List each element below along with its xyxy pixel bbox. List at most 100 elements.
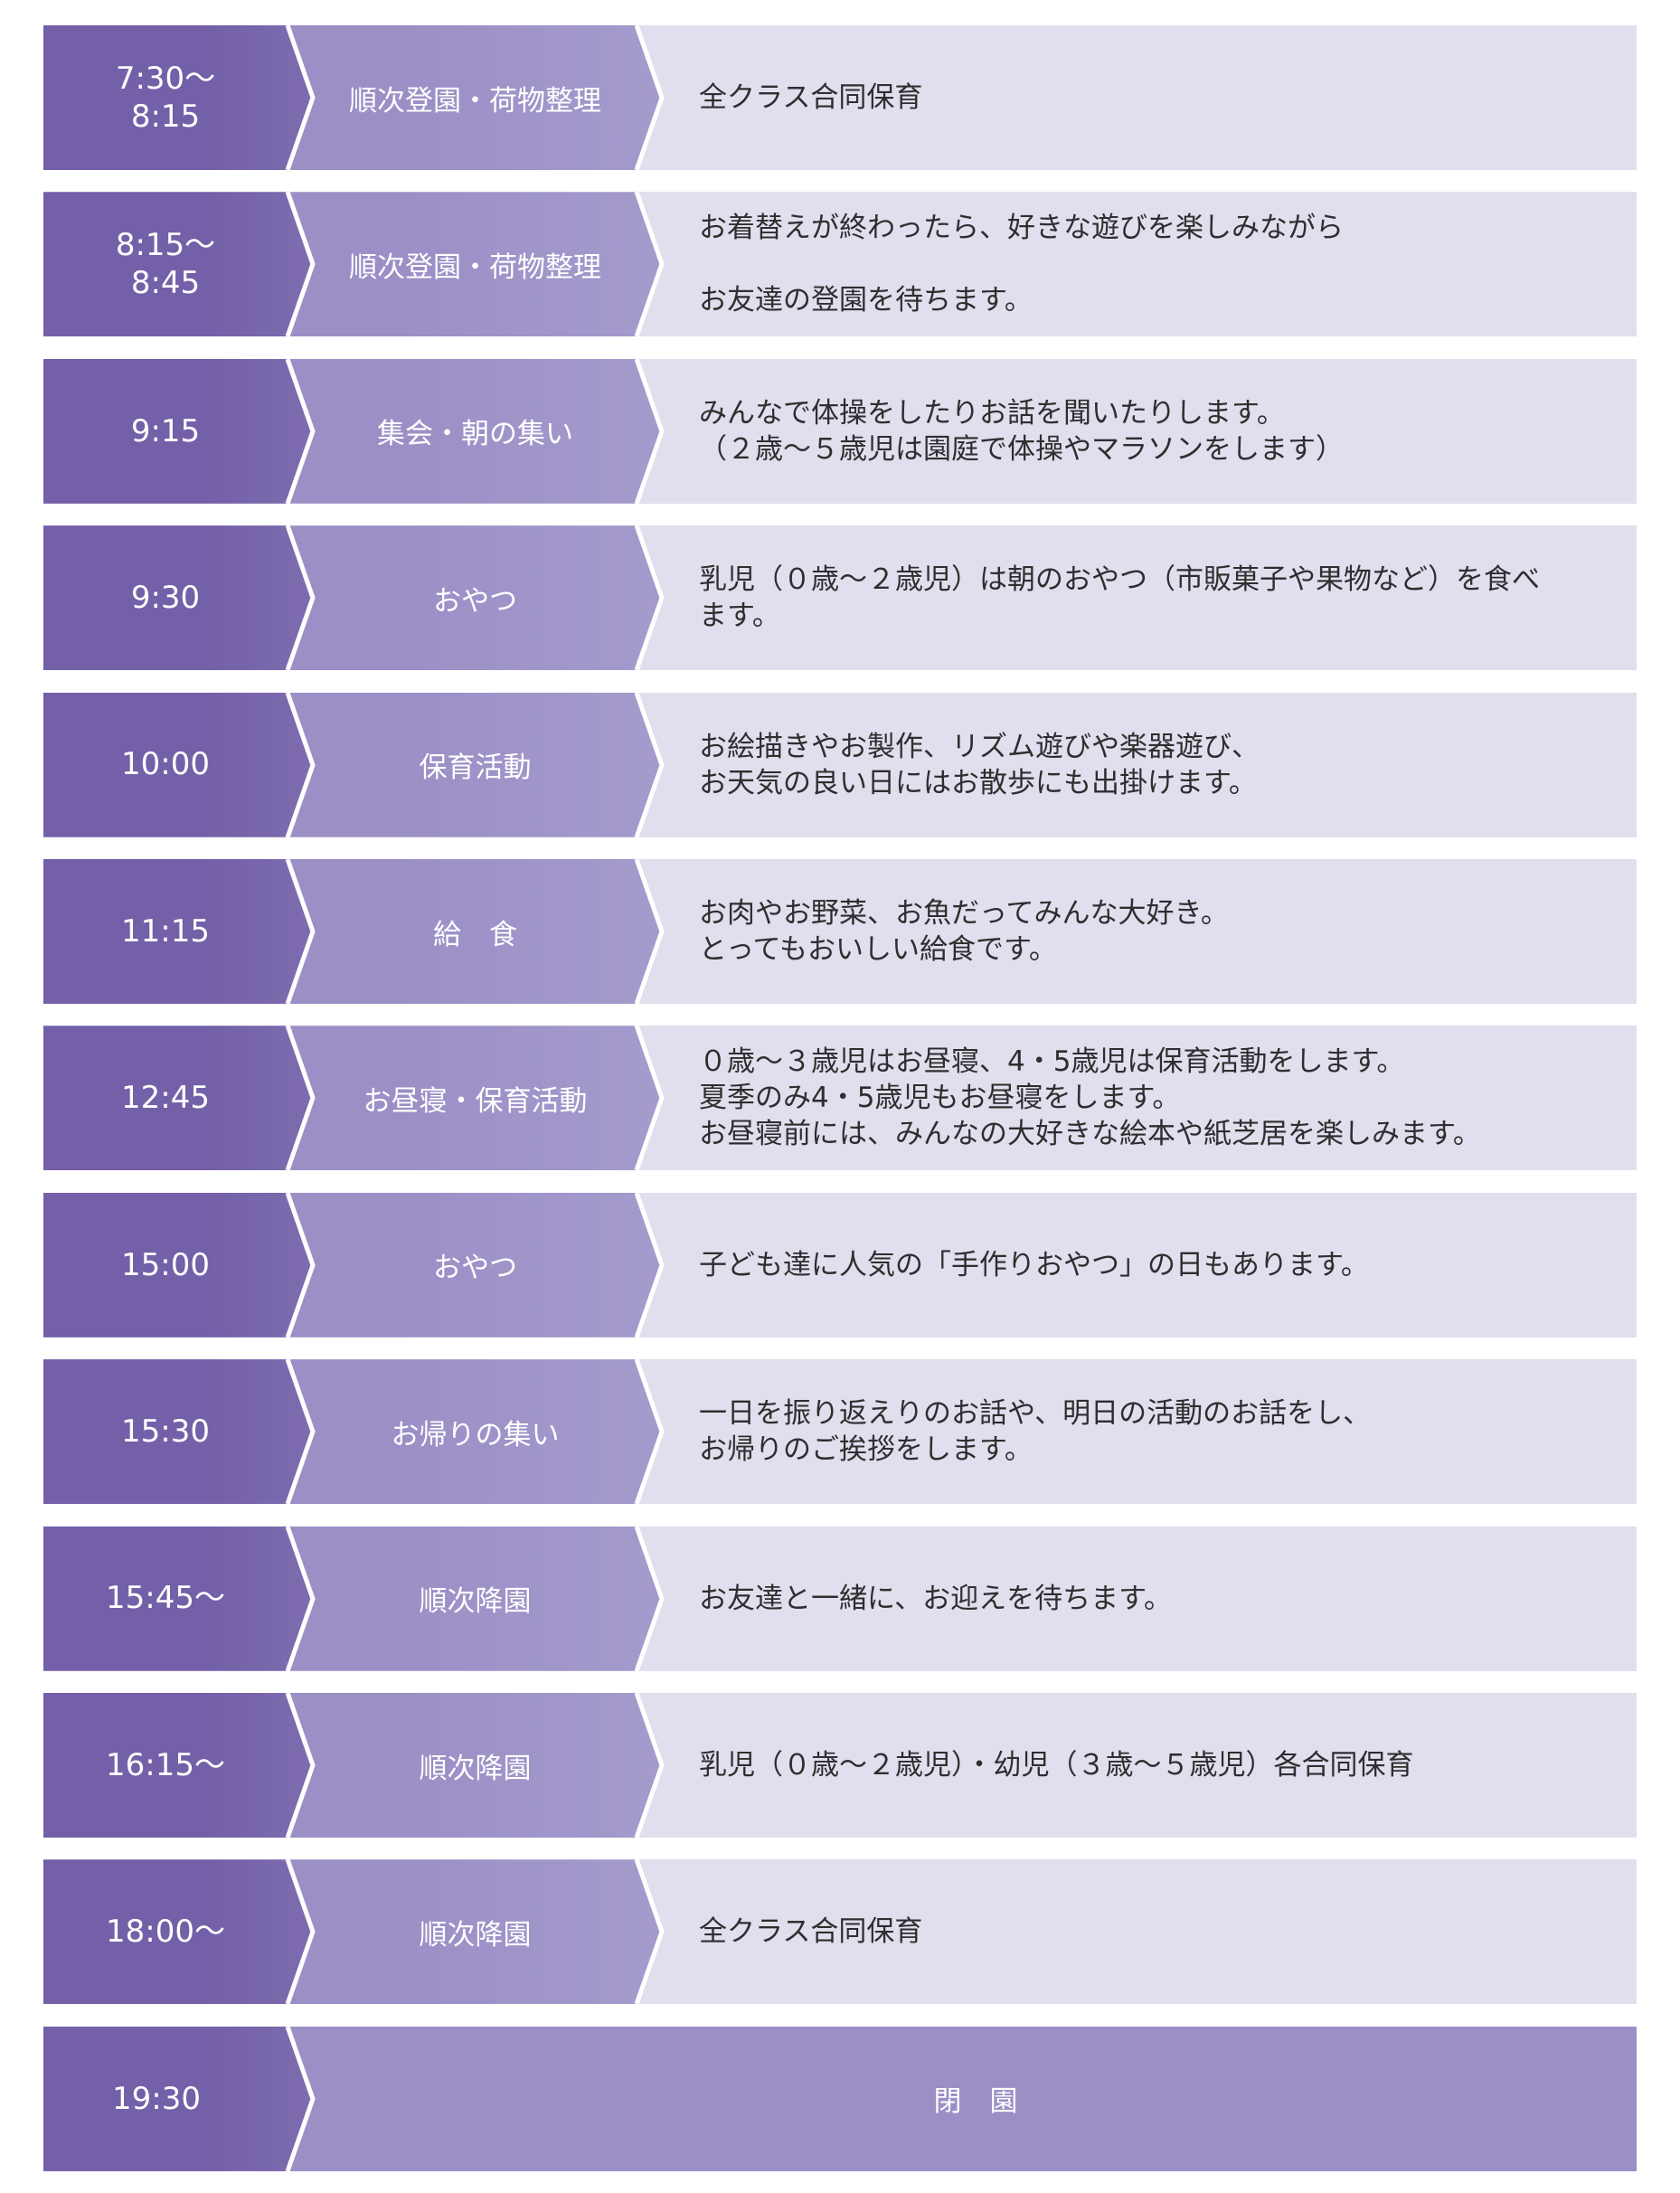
- time-background: [43, 859, 315, 1004]
- activity-label: 順次登園・荷物整理: [349, 84, 601, 118]
- time-background: [43, 1192, 315, 1338]
- description-text: お絵描きやお製作、リズム遊びや楽器遊び、お天気の良い日にはお散歩にも出掛けます。: [699, 693, 1612, 837]
- chevron-arrow-line: [285, 1358, 316, 1506]
- description-text: 乳児（０歳〜２歳児）・幼児（３歳〜５歳児）各合同保育: [699, 1693, 1612, 1838]
- chevron-arrow-icon: [634, 1358, 665, 1506]
- chevron-arrow-line: [285, 1191, 316, 1338]
- chevron-arrow-line: [285, 1858, 316, 2006]
- time-label: 10:00: [121, 746, 210, 783]
- schedule-row: 15:45〜 順次降園 お友達と一緒に、お迎えを待ちます。: [43, 1525, 1637, 1672]
- activity-label: 給 食: [433, 918, 517, 951]
- description-line: お着替えが終わったら、好きな遊びを楽しみながら: [699, 212, 1344, 245]
- schedule-row: 15:30 お帰りの集い 一日を振り返えりのお話や、明日の活動のお話をし、お帰りのご…: [43, 1358, 1637, 1506]
- time-label: 18:00〜: [106, 1914, 225, 1951]
- activity-label: お帰りの集い: [391, 1418, 560, 1451]
- chevron-arrow-icon: [634, 1525, 665, 1672]
- description-line: 全クラス合同保育: [699, 81, 923, 114]
- description-line: [699, 246, 1612, 282]
- chevron-arrow-icon: [285, 1525, 316, 1672]
- chevron-arrow-line: [634, 858, 665, 1005]
- time-label: 9:30: [130, 579, 201, 616]
- activity-label: 順次登園・荷物整理: [349, 250, 601, 284]
- activity-label: おやつ: [433, 1252, 517, 1285]
- time-background: [43, 358, 315, 504]
- time-label: 15:45〜: [106, 1580, 225, 1617]
- time-background: [43, 692, 315, 837]
- chevron-arrow-line: [285, 2025, 316, 2172]
- time-label: 8:15〜 8:45: [115, 226, 216, 302]
- description-line: ます。: [699, 600, 780, 633]
- chevron-arrow-line: [634, 1191, 665, 1338]
- chevron-arrow-icon: [634, 1692, 665, 1839]
- description-text: 乳児（０歳〜２歳児）は朝のおやつ（市販菓子や果物など）を食べます。: [699, 525, 1612, 670]
- description-line: 乳児（０歳〜２歳児）・幼児（３歳〜５歳児）各合同保育: [699, 1749, 1414, 1782]
- chevron-arrow-icon: [634, 1191, 665, 1338]
- time-background: [43, 1859, 315, 2005]
- schedule-row: 16:15〜順次降園乳児（０歳〜２歳児）・幼児（３歳〜５歳児）各合同保育: [43, 1692, 1637, 1839]
- time-label: 7:30〜 8:15: [115, 60, 216, 136]
- chevron-arrow-line: [285, 525, 316, 672]
- description-text: お友達と一緒に、お迎えを待ちます。: [699, 1527, 1612, 1671]
- chevron-arrow-icon: [285, 858, 316, 1005]
- activity-label: 順次降園: [419, 1918, 532, 1952]
- time-background: [43, 1693, 315, 1838]
- chevron-arrow-line: [285, 191, 316, 338]
- time-label: 9:15: [130, 412, 201, 449]
- description-text: ０歳〜３歳児はお昼寝、4・5歳児は保育活動をします。夏季のみ4・5歳児もお昼寝を…: [699, 1026, 1612, 1170]
- chevron-arrow-line: [285, 691, 316, 838]
- chevron-arrow-line: [634, 357, 665, 505]
- time-background: [43, 25, 315, 170]
- time-background: [43, 1526, 315, 1671]
- time-background: [43, 1026, 315, 1171]
- chevron-arrow-line: [285, 24, 316, 171]
- chevron-arrow-icon: [634, 191, 665, 338]
- chevron-arrow-icon: [634, 858, 665, 1005]
- description-text: みんなで体操をしたりお話を聞いたりします。（２歳〜５歳児は園庭で体操やマラソンを…: [699, 359, 1612, 504]
- chevron-arrow-icon: [285, 1692, 316, 1839]
- chevron-arrow-icon: [285, 1358, 316, 1506]
- description-text: 全クラス合同保育: [699, 1859, 1612, 2004]
- chevron-arrow-icon: [285, 525, 316, 672]
- chevron-arrow-line: [634, 1025, 665, 1172]
- chevron-arrow-icon: [634, 1858, 665, 2006]
- description-line: ０歳〜３歳児はお昼寝、4・5歳児は保育活動をします。: [699, 1045, 1405, 1079]
- chevron-arrow-line: [634, 1692, 665, 1839]
- activity-label: 保育活動: [419, 751, 532, 785]
- activity-label: 順次降園: [419, 1585, 532, 1619]
- chevron-arrow-line: [634, 24, 665, 171]
- chevron-arrow-line: [634, 1525, 665, 1672]
- time-background: [43, 525, 315, 671]
- description-line: お天気の良い日にはお散歩にも出掛けます。: [699, 766, 1257, 799]
- description-text: 子ども達に人気の「手作りおやつ」の日もあります。: [699, 1193, 1612, 1338]
- chevron-arrow-line: [285, 357, 316, 505]
- description-line: お友達の登園を待ちます。: [699, 284, 1033, 317]
- time-background: [43, 2026, 315, 2171]
- chevron-arrow-line: [634, 191, 665, 338]
- chevron-arrow-icon: [285, 1025, 316, 1172]
- chevron-arrow-icon: [634, 24, 665, 171]
- chevron-arrow-icon: [285, 1191, 316, 1338]
- description-line: 夏季のみ4・5歳児もお昼寝をします。: [699, 1082, 1181, 1115]
- time-label: 15:30: [121, 1413, 210, 1450]
- description-text: 全クラス合同保育: [699, 25, 1612, 170]
- chevron-arrow-line: [634, 525, 665, 672]
- description-line: お友達と一緒に、お迎えを待ちます。: [699, 1582, 1172, 1615]
- closing-time-label: 19:30: [112, 2080, 201, 2117]
- time-label: 11:15: [121, 912, 210, 950]
- description-line: 全クラス合同保育: [699, 1915, 923, 1949]
- chevron-arrow-icon: [634, 525, 665, 672]
- schedule-row: 18:00〜 順次降園 全クラス合同保育: [43, 1858, 1637, 2006]
- description-text: 一日を振り返えりのお話や、明日の活動のお話をし、お帰りのご挨拶をします。: [699, 1359, 1612, 1504]
- schedule-row: 7:30〜 8:15 順次登園・荷物整理 全クラス合同保育: [43, 24, 1637, 171]
- description-line: みんなで体操をしたりお話を聞いたりします。: [699, 396, 1285, 430]
- description-line: （２歳〜５歳児は園庭で体操やマラソンをします）: [699, 432, 1344, 466]
- chevron-arrow-line: [285, 858, 316, 1005]
- chevron-arrow-icon: [285, 191, 316, 338]
- chevron-arrow-icon: [285, 357, 316, 505]
- chevron-arrow-icon: [634, 357, 665, 505]
